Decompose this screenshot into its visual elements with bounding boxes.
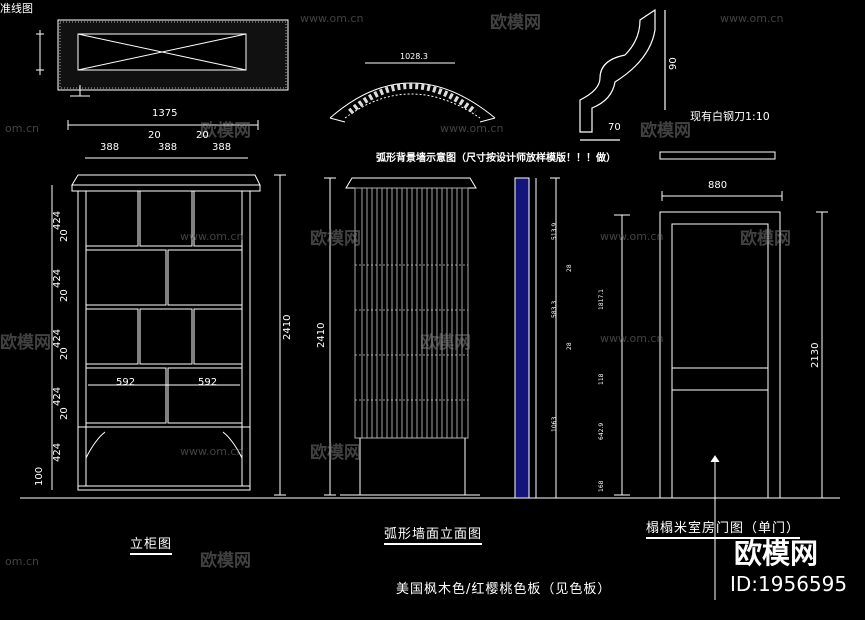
cornice-profile bbox=[579, 8, 666, 141]
curved-wall-elevation bbox=[324, 177, 480, 496]
wall-section-dim: 513.9 bbox=[551, 222, 558, 240]
watermark-brand: 欧模网 bbox=[200, 121, 251, 141]
watermark-url: www.om.cn bbox=[300, 12, 364, 25]
cabinet-height-dim: 2410 bbox=[282, 314, 293, 340]
cabinet-left-dim: 20 bbox=[59, 407, 70, 420]
cabinet-top-width: 388 bbox=[212, 142, 232, 153]
cornice-height-dim: 90 bbox=[668, 57, 679, 70]
cabinet-top-width: 20 bbox=[196, 130, 209, 141]
wall-section-dim: 28 bbox=[566, 342, 573, 350]
watermark-brand: 欧模网 bbox=[0, 333, 51, 353]
door-title: 榻榻米室房门图（单门） bbox=[646, 517, 801, 539]
brand-logo-text: 欧模网 bbox=[734, 537, 819, 570]
arch-dimension: 1028.3 bbox=[400, 52, 428, 61]
cabinet-title: 立柜图 bbox=[130, 533, 173, 555]
material-note: 美国枫木色/红樱桃色板（见色板） bbox=[396, 582, 612, 597]
watermark-brand: 欧模网 bbox=[490, 13, 541, 33]
watermark-brand: 欧模网 bbox=[640, 121, 691, 141]
curved-wall-slats bbox=[355, 188, 468, 438]
watermark-brand: 欧模网 bbox=[200, 551, 251, 571]
cabinet-left-dim: 424 bbox=[52, 268, 63, 288]
cabinet-overall-width: 1375 bbox=[152, 108, 178, 119]
cornice-note: 现有白钢刀1:10 bbox=[690, 110, 770, 123]
watermark-brand: 欧模网 bbox=[310, 443, 361, 463]
door-side-dim: 168 bbox=[598, 480, 605, 492]
cabinet-top-width: 20 bbox=[148, 130, 161, 141]
door-side-dim: 118 bbox=[598, 373, 605, 385]
cabinet-left-dim: 424 bbox=[52, 442, 63, 462]
watermark-url: www.om.cn bbox=[180, 230, 244, 243]
cabinet-lower-width: 592 bbox=[116, 377, 136, 388]
cabinet-lower-width: 592 bbox=[198, 377, 218, 388]
cabinet-top-width: 388 bbox=[100, 142, 120, 153]
wall-height-dim: 2410 bbox=[316, 322, 327, 348]
cornice-width-dim: 70 bbox=[608, 122, 621, 133]
cabinet-left-dim: 20 bbox=[59, 229, 70, 242]
watermark-brand: 欧模网 bbox=[740, 229, 791, 249]
door-side-dim: 1817.1 bbox=[598, 289, 605, 310]
watermark-url: www.om.cn bbox=[720, 12, 784, 25]
watermark-url: www.om.cn bbox=[600, 230, 664, 243]
arch-detail-title: 弧形背景墙示意图（尺寸按设计师放样模版！！！做） bbox=[376, 153, 616, 164]
cabinet-left-dim: 424 bbox=[52, 328, 63, 348]
arch-detail-sketch bbox=[329, 62, 496, 123]
door-width-dim: 880 bbox=[708, 180, 728, 191]
section-detail-topleft bbox=[36, 19, 289, 97]
cabinet-top-width: 388 bbox=[158, 142, 178, 153]
watermark-brand: 欧模网 bbox=[420, 333, 471, 353]
cabinet-left-dim: 100 bbox=[34, 466, 45, 486]
cabinet-left-dim: 424 bbox=[52, 210, 63, 230]
wall-section-dim: 1063 bbox=[551, 416, 558, 432]
door-side-dim: 642.9 bbox=[598, 422, 605, 440]
drawing-label-topleft: 准线图 bbox=[0, 2, 33, 15]
watermark-url: om.cn bbox=[5, 555, 39, 568]
cabinet-left-dim: 424 bbox=[52, 386, 63, 406]
brand-id: ID:1956595 bbox=[730, 572, 848, 596]
watermark-brand: 欧模网 bbox=[310, 229, 361, 249]
watermark-url: om.cn bbox=[5, 122, 39, 135]
watermark-url: www.om.cn bbox=[600, 332, 664, 345]
wall-section-dim: 583.3 bbox=[551, 300, 558, 318]
watermark-url: www.om.cn bbox=[440, 122, 504, 135]
cabinet-elevation bbox=[51, 120, 286, 496]
curved-wall-title: 弧形墙面立面图 bbox=[384, 523, 483, 545]
wall-section-dim: 28 bbox=[566, 264, 573, 272]
watermark-url: www.om.cn bbox=[180, 445, 244, 458]
cabinet-left-dim: 20 bbox=[59, 289, 70, 302]
cabinet-left-dim: 20 bbox=[59, 347, 70, 360]
cornice-strip bbox=[659, 151, 776, 160]
door-height-dim: 2130 bbox=[810, 342, 821, 368]
